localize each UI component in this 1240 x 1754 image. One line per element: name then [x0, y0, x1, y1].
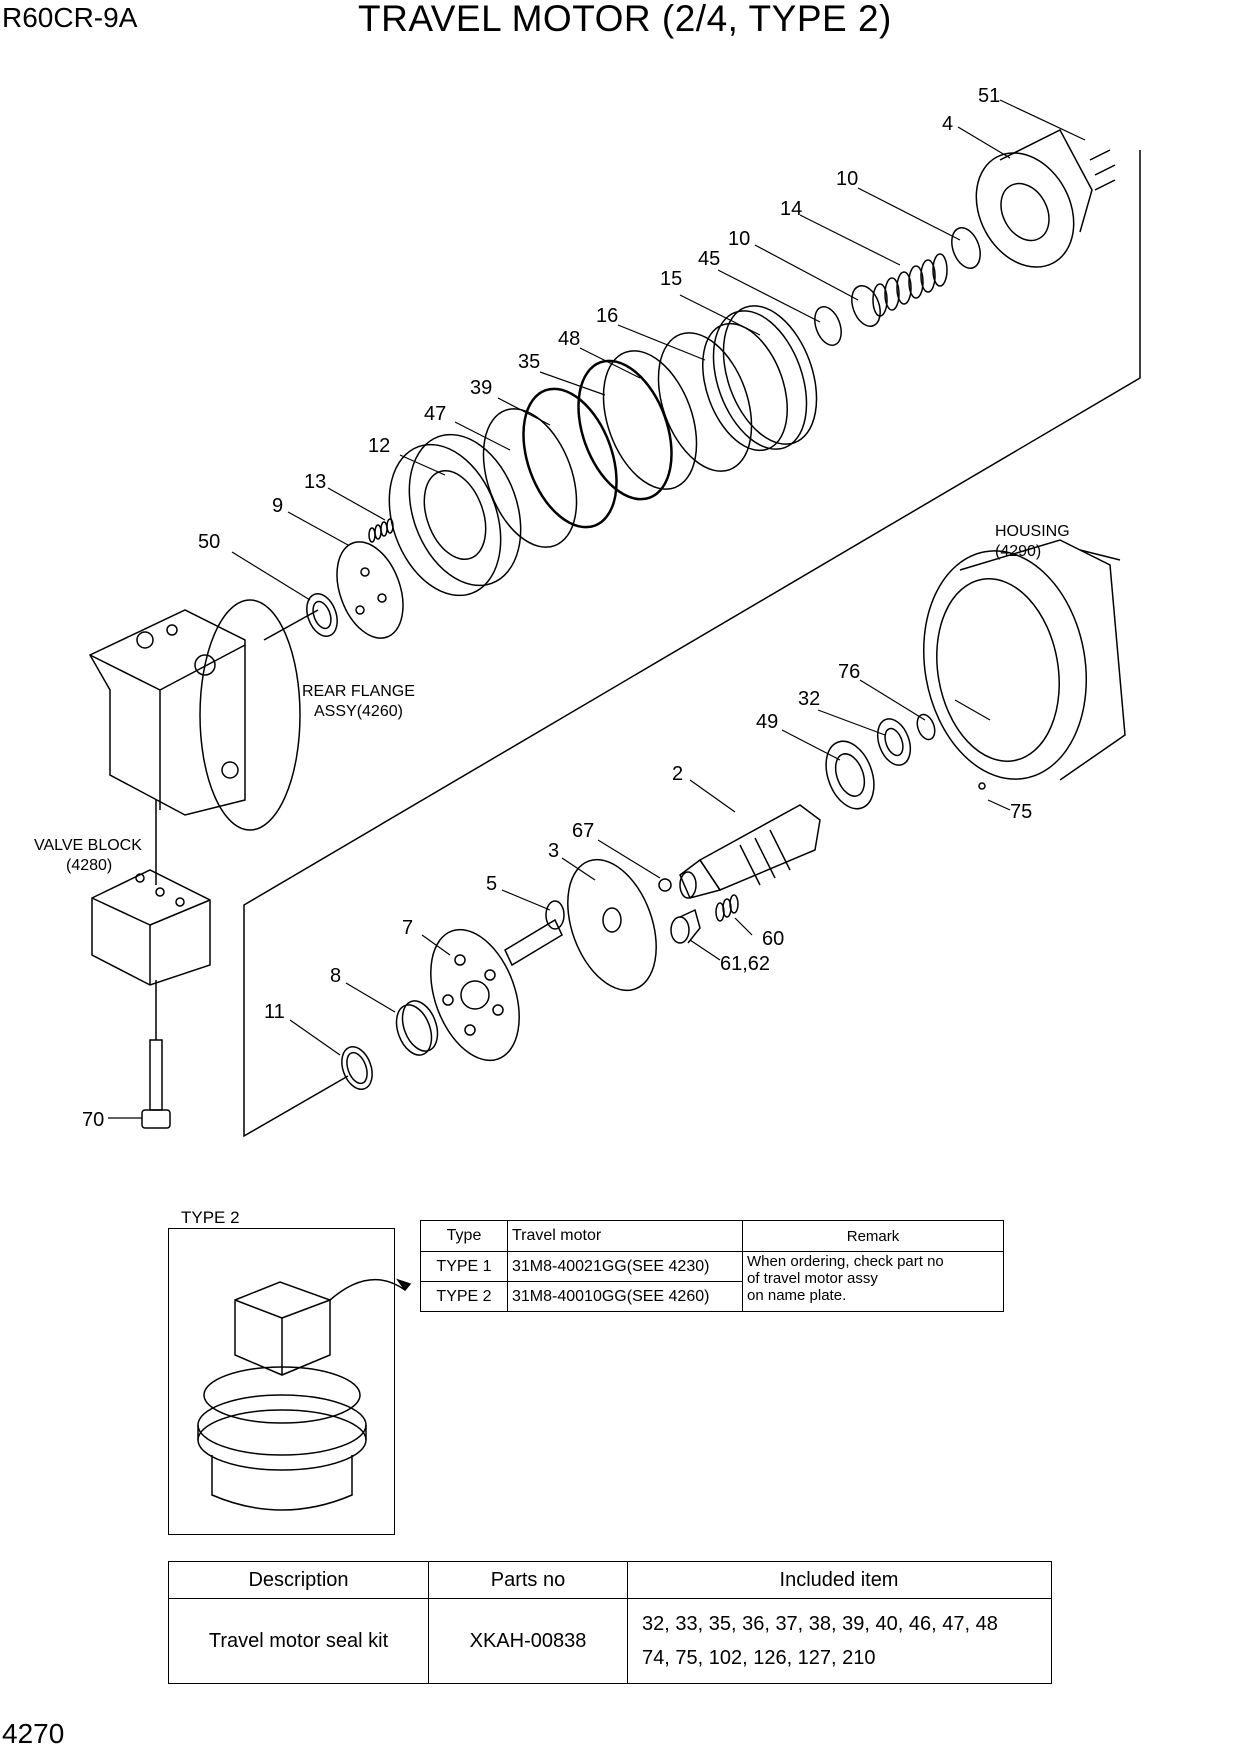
kit-header-parts-no: Parts no	[428, 1561, 628, 1599]
callout-32: 32	[798, 688, 820, 710]
type-table-header-remark: Remark	[742, 1220, 1004, 1252]
type-table-cell-type: TYPE 1	[420, 1251, 508, 1282]
callout-2: 2	[672, 763, 683, 785]
part-49-bearing	[825, 740, 875, 810]
included-items-line: 74, 75, 102, 126, 127, 210	[642, 1647, 876, 1669]
rear-flange-label: REAR FLANGE	[302, 683, 415, 700]
kit-description: Travel motor seal kit	[168, 1598, 429, 1684]
housing-ref: (4290)	[995, 543, 1041, 560]
callout-60: 60	[762, 928, 784, 950]
valve-block-ref: (4280)	[66, 857, 112, 874]
type-table-cell-motor: 31M8-40010GG(SEE 4260)	[507, 1281, 743, 1312]
seal-kit-table: Description Parts no Included item Trave…	[168, 1561, 1052, 1684]
callout-12: 12	[368, 435, 390, 457]
callout-70: 70	[82, 1109, 104, 1131]
callout-13: 13	[304, 471, 326, 493]
callout-61-62: 61,62	[720, 953, 770, 975]
page-number: 4270	[2, 1718, 65, 1749]
callout-50: 50	[198, 531, 220, 553]
part-48-oring	[602, 350, 698, 490]
callout-67: 67	[572, 820, 594, 842]
part-75-oring	[978, 782, 986, 790]
callout-3: 3	[548, 840, 559, 862]
part-5-piston	[504, 900, 565, 967]
part-12-cylinder	[388, 433, 522, 597]
part-10-ring-b	[851, 285, 881, 327]
callout-10-b: 10	[728, 228, 750, 250]
type-table: Type Travel motor Remark TYPE 1 31M8-400…	[420, 1220, 1004, 1312]
part-70-bolt	[141, 1039, 171, 1129]
type2-box-label: TYPE 2	[181, 1208, 240, 1227]
kit-header-description: Description	[168, 1561, 429, 1599]
part-4-shape	[975, 129, 1116, 268]
leader-lines	[108, 99, 1086, 1119]
type2-illustration-box	[168, 1228, 395, 1535]
frame-line	[263, 609, 319, 641]
callout-51: 51	[978, 85, 1000, 107]
remark-line: of travel motor assy	[747, 1270, 878, 1287]
type-table-cell-remark: When ordering, check part no of travel m…	[742, 1251, 1004, 1312]
callout-7: 7	[402, 917, 413, 939]
part-32-seal	[876, 718, 912, 766]
callout-75: 75	[1010, 801, 1032, 823]
part-35-oring	[577, 359, 673, 501]
callout-9: 9	[272, 495, 283, 517]
remark-line: When ordering, check part no	[747, 1253, 944, 1270]
rear-flange-shape	[88, 599, 301, 831]
kit-included-items: 32, 33, 35, 36, 37, 38, 39, 40, 46, 47, …	[627, 1598, 1052, 1684]
type-table-cell-type: TYPE 2	[420, 1281, 508, 1312]
part-61-62-plug	[670, 908, 701, 944]
part-2-shaft	[679, 804, 821, 899]
part-67-ball	[658, 878, 672, 892]
housing-shape	[922, 539, 1126, 781]
remark-line: on name plate.	[747, 1287, 847, 1304]
part-7-plate	[430, 928, 520, 1062]
valve-block-shape	[91, 869, 211, 986]
rear-flange-ref: ASSY(4260)	[314, 703, 403, 720]
housing-label: HOUSING	[995, 523, 1070, 540]
callout-8: 8	[330, 965, 341, 987]
callout-4: 4	[942, 113, 953, 135]
part-15-plate	[702, 305, 818, 452]
callout-45: 45	[698, 248, 720, 270]
part-13-spring	[368, 518, 394, 543]
callout-47: 47	[424, 403, 446, 425]
part-50-bearing	[306, 593, 338, 637]
kit-header-included: Included item	[627, 1561, 1052, 1599]
model-code: R60CR-9A	[2, 2, 138, 33]
part-14-spring	[872, 253, 948, 317]
part-39-oring	[522, 387, 618, 529]
part-3-plate	[567, 858, 657, 992]
type-table-header-type: Type	[420, 1220, 508, 1252]
kit-parts-no: XKAH-00838	[428, 1598, 628, 1684]
callout-49: 49	[756, 711, 778, 733]
valve-block-label: VALVE BLOCK	[34, 837, 142, 854]
callout-35: 35	[518, 351, 540, 373]
type-table-cell-motor: 31M8-40021GG(SEE 4230)	[507, 1251, 743, 1282]
part-45-ring	[814, 306, 842, 346]
part-9-plate	[336, 541, 404, 639]
callout-76: 76	[838, 661, 860, 683]
part-76-ring	[916, 713, 936, 741]
callout-5: 5	[486, 873, 497, 895]
callout-10: 10	[836, 168, 858, 190]
included-items-line: 32, 33, 35, 36, 37, 38, 39, 40, 46, 47, …	[642, 1613, 998, 1635]
part-10-ring	[951, 227, 981, 269]
callout-14: 14	[780, 198, 802, 220]
type2-motor-illustration	[197, 1278, 412, 1511]
part-8-bushing	[395, 1000, 439, 1056]
frame-line	[243, 150, 1141, 1138]
callout-16: 16	[596, 305, 618, 327]
type-table-header-motor: Travel motor	[507, 1220, 743, 1252]
callout-48: 48	[558, 328, 580, 350]
part-11-ring	[341, 1046, 373, 1090]
callout-15: 15	[660, 268, 682, 290]
callout-39: 39	[470, 377, 492, 399]
callout-11: 11	[264, 1001, 285, 1023]
part-60-spring	[715, 894, 739, 922]
page-title: TRAVEL MOTOR (2/4, TYPE 2)	[358, 0, 892, 39]
